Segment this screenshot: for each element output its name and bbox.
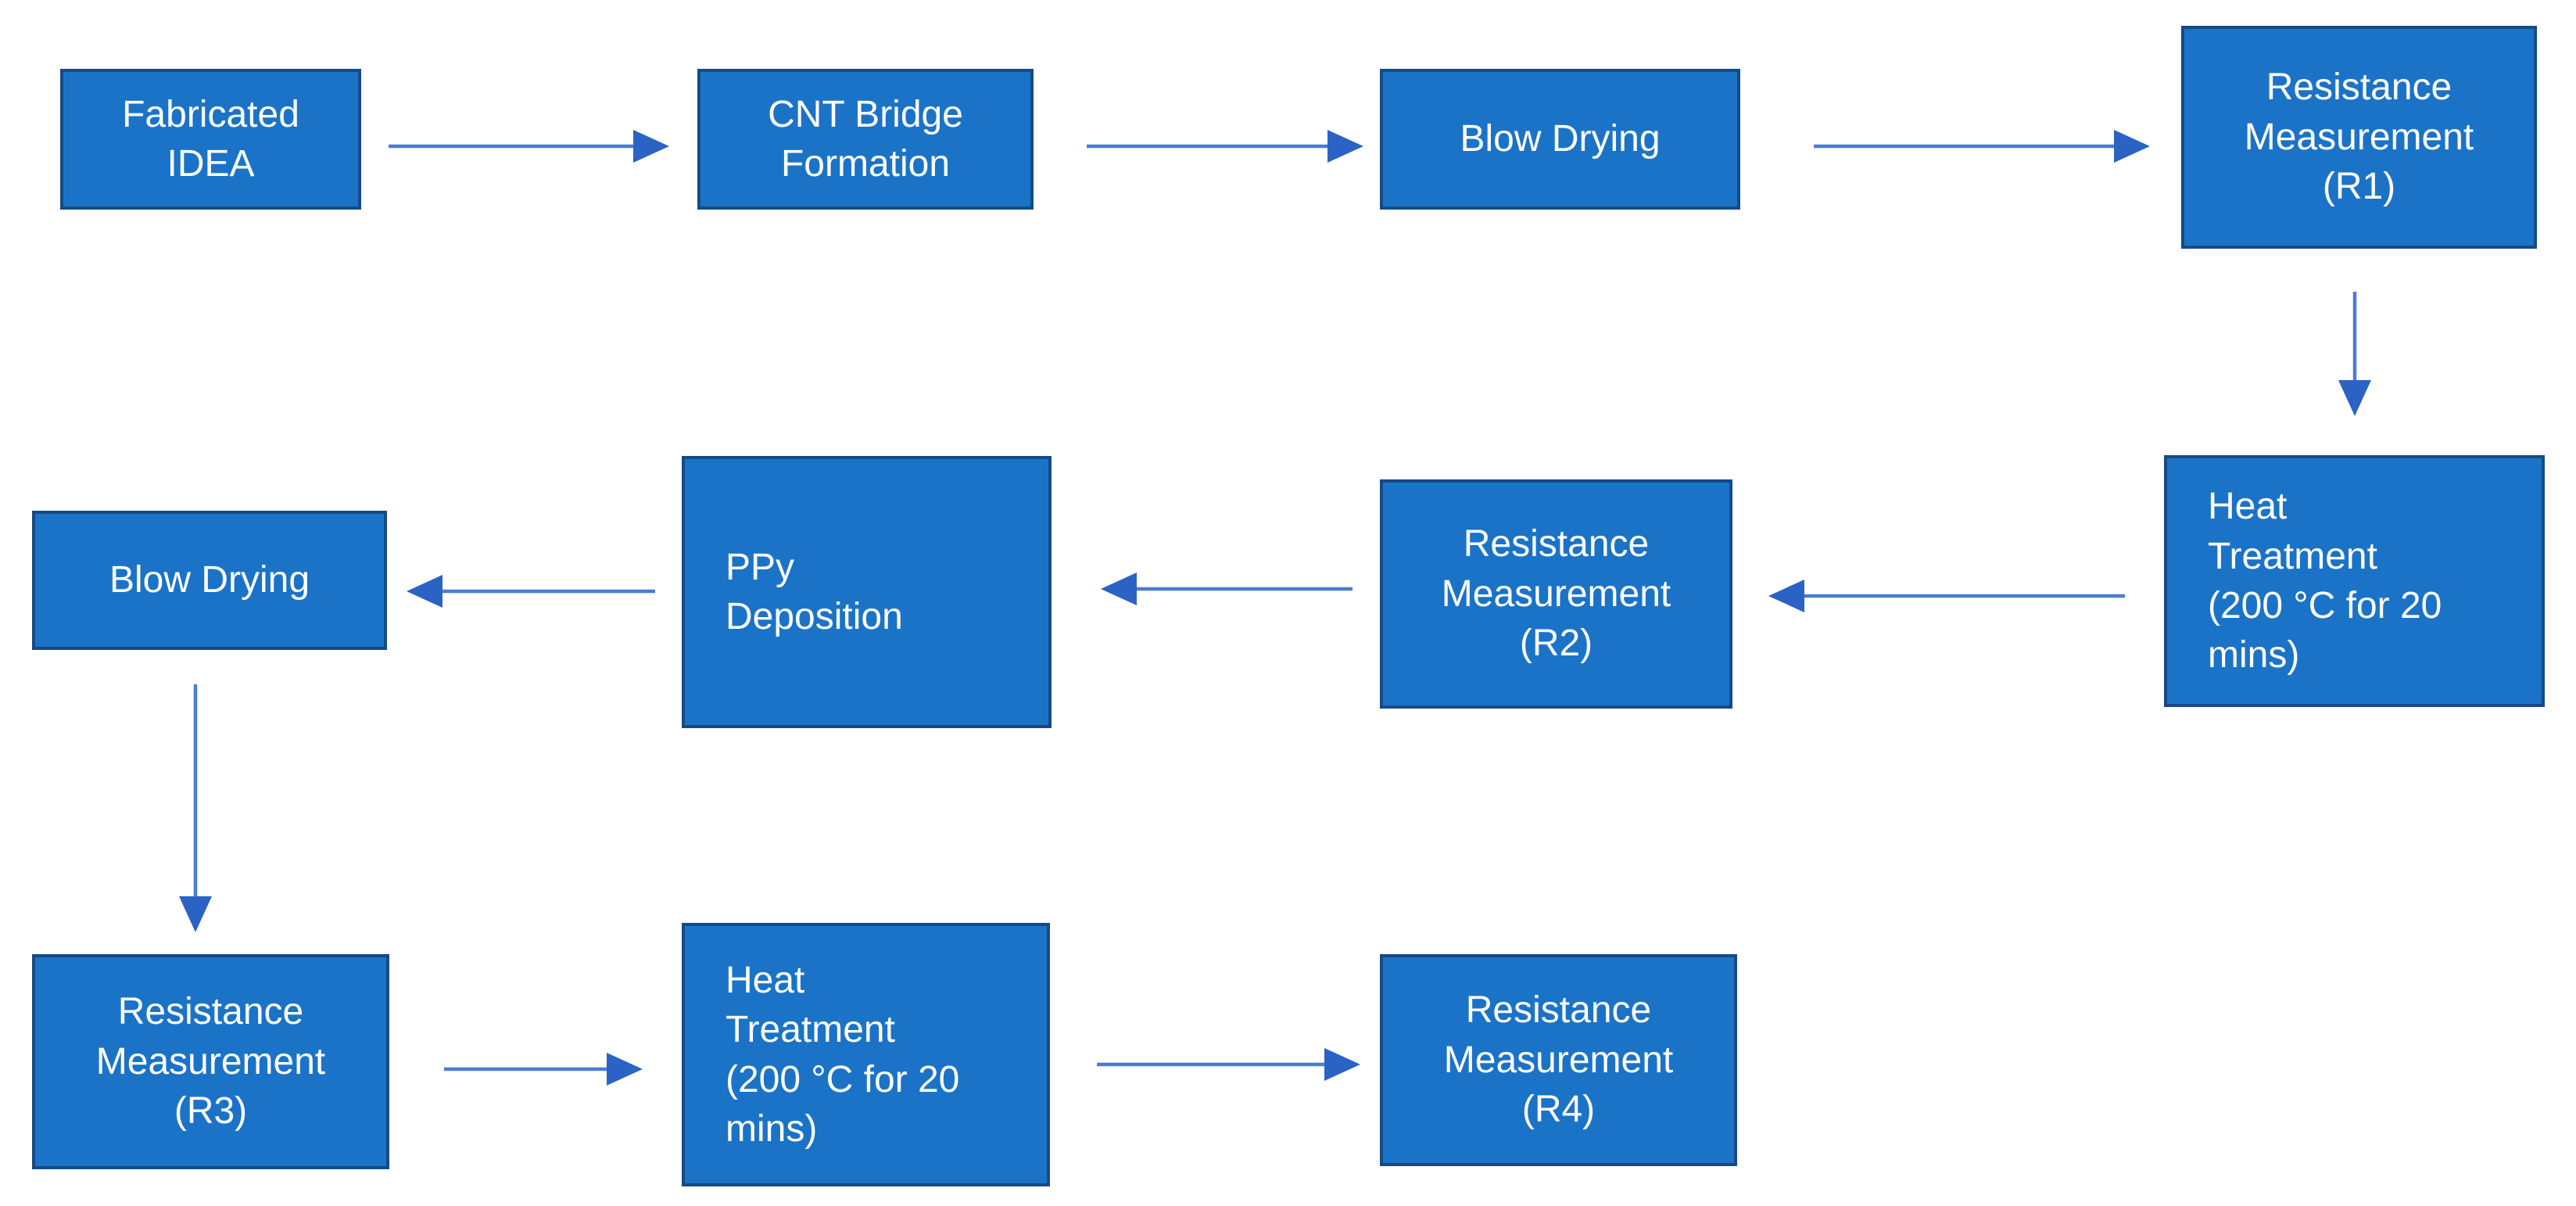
node-heat-treatment-1: Heat Treatment (200 °C for 20 mins)	[2164, 455, 2545, 707]
node-resistance-measurement-r4: Resistance Measurement (R4)	[1380, 954, 1737, 1166]
node-resistance-measurement-r2: Resistance Measurement (R2)	[1380, 479, 1732, 709]
node-fabricated-idea: Fabricated IDEA	[60, 69, 361, 210]
node-resistance-measurement-r3: Resistance Measurement (R3)	[32, 954, 389, 1169]
node-ppy-deposition: PPy Deposition	[682, 456, 1052, 728]
node-blow-drying-2: Blow Drying	[32, 511, 387, 650]
node-resistance-measurement-r1: Resistance Measurement (R1)	[2181, 26, 2537, 249]
node-heat-treatment-2: Heat Treatment (200 °C for 20 mins)	[682, 923, 1050, 1186]
node-blow-drying-1: Blow Drying	[1380, 69, 1740, 210]
node-cnt-bridge-formation: CNT Bridge Formation	[697, 69, 1034, 210]
